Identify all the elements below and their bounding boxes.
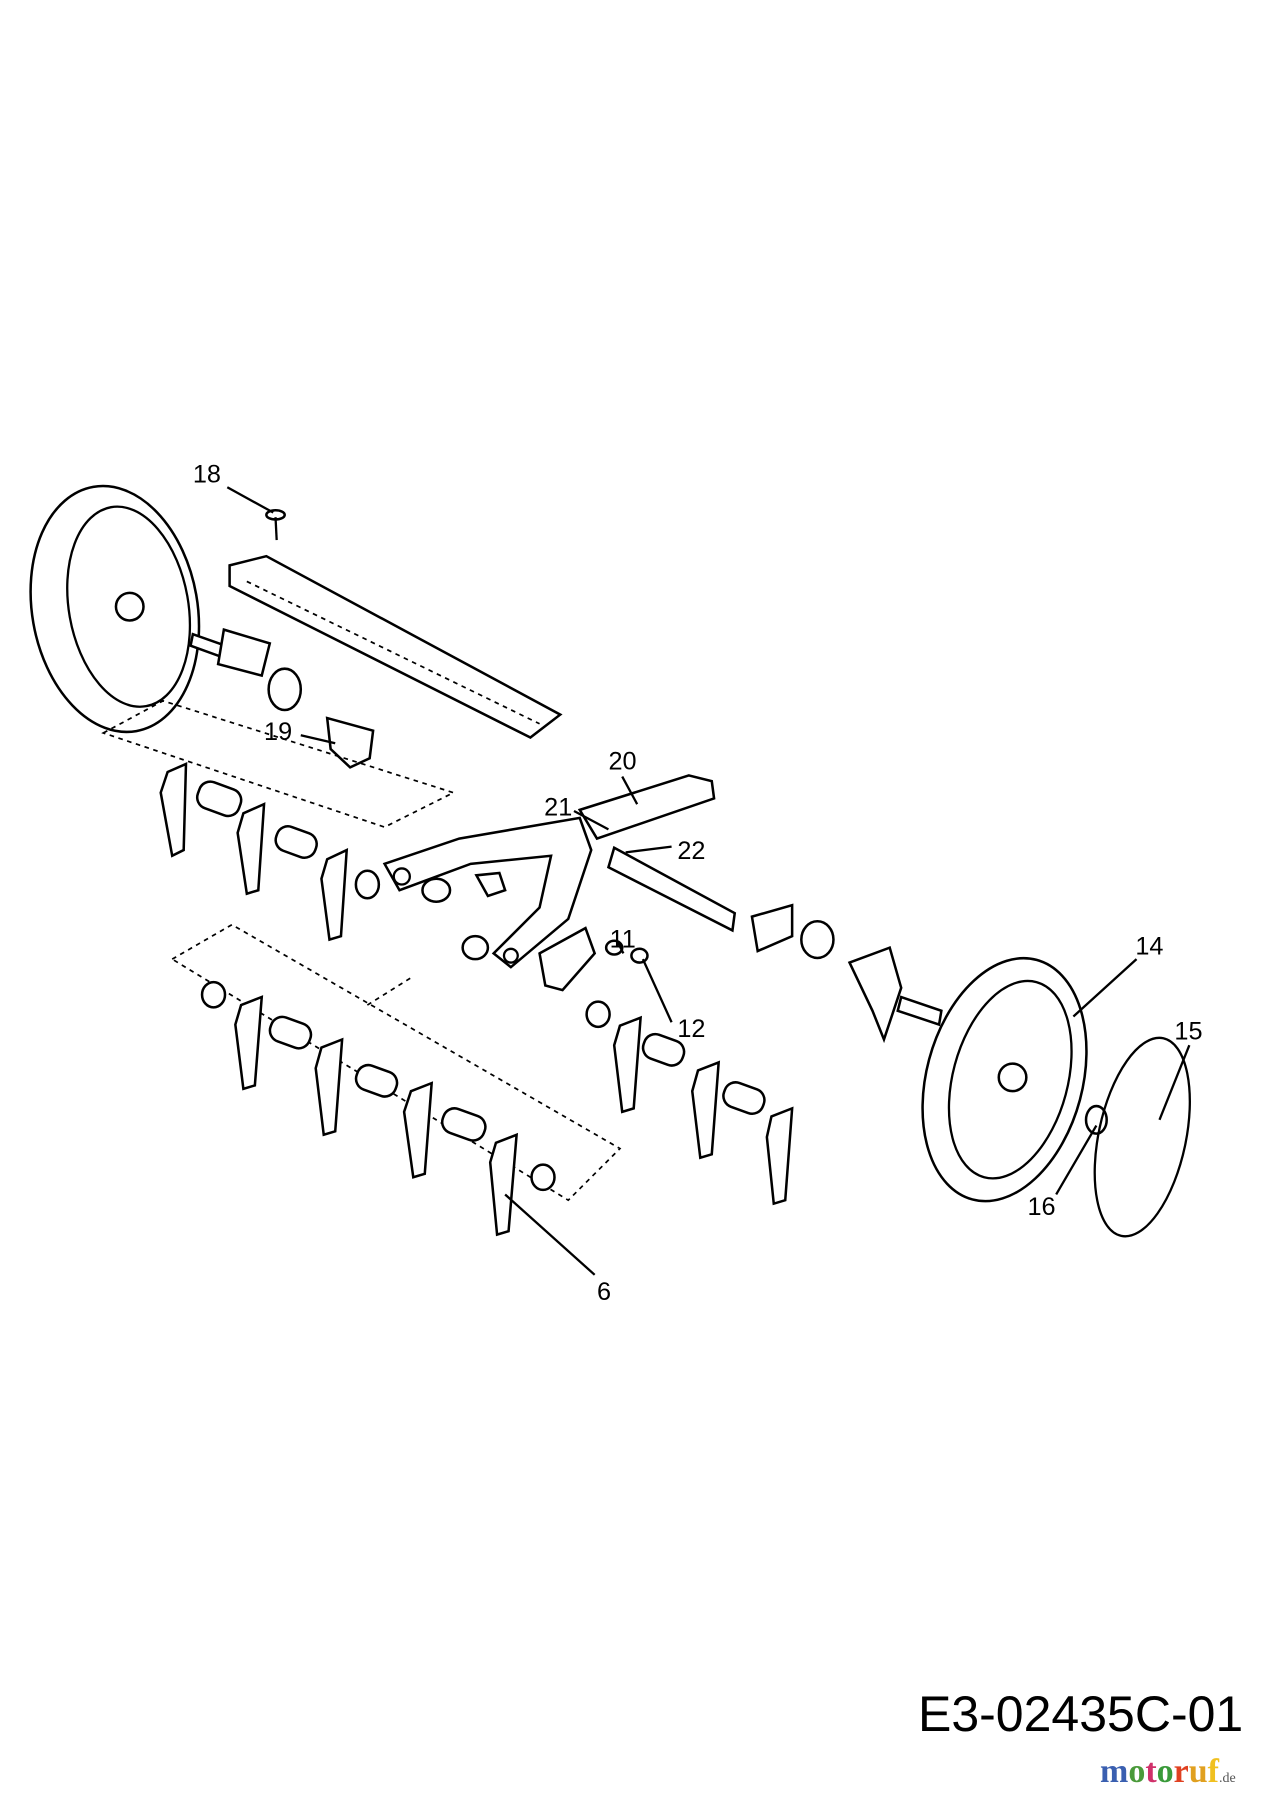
screw-18 — [265, 508, 286, 541]
watermark-letter: o — [1128, 1753, 1146, 1790]
watermark-letter: r — [1173, 1753, 1189, 1790]
callout-6: 6 — [597, 1278, 611, 1306]
watermark-letter: o — [1156, 1753, 1174, 1790]
callout-20: 20 — [608, 748, 636, 776]
callout-15: 15 — [1174, 1017, 1202, 1045]
right-wheel — [921, 956, 1088, 1203]
callout-21: 21 — [544, 794, 572, 822]
watermark-logo: motoruf.de — [1100, 1752, 1236, 1792]
drawing-code: E3-02435C-01 — [918, 1686, 1244, 1742]
watermark-suffix: .de — [1219, 1771, 1236, 1786]
callout-16: 16 — [1027, 1193, 1055, 1221]
callout-14: 14 — [1135, 933, 1163, 961]
cover-bar — [228, 554, 563, 740]
tine-row-bottom — [200, 980, 794, 1237]
watermark-letter: t — [1145, 1753, 1157, 1790]
handle-frame — [382, 816, 593, 969]
hubcap-ring-15 — [1093, 1036, 1191, 1238]
tine-row-top — [159, 762, 381, 942]
watermark-letter: f — [1207, 1753, 1219, 1790]
callout-12: 12 — [677, 1015, 705, 1043]
callout-22: 22 — [677, 837, 705, 865]
watermark-letter: m — [1100, 1753, 1129, 1790]
callout-11: 11 — [610, 926, 636, 954]
callout-19: 19 — [264, 718, 292, 746]
watermark-letter: u — [1188, 1753, 1208, 1790]
left-wheel — [29, 484, 201, 734]
callout-18: 18 — [193, 461, 221, 489]
